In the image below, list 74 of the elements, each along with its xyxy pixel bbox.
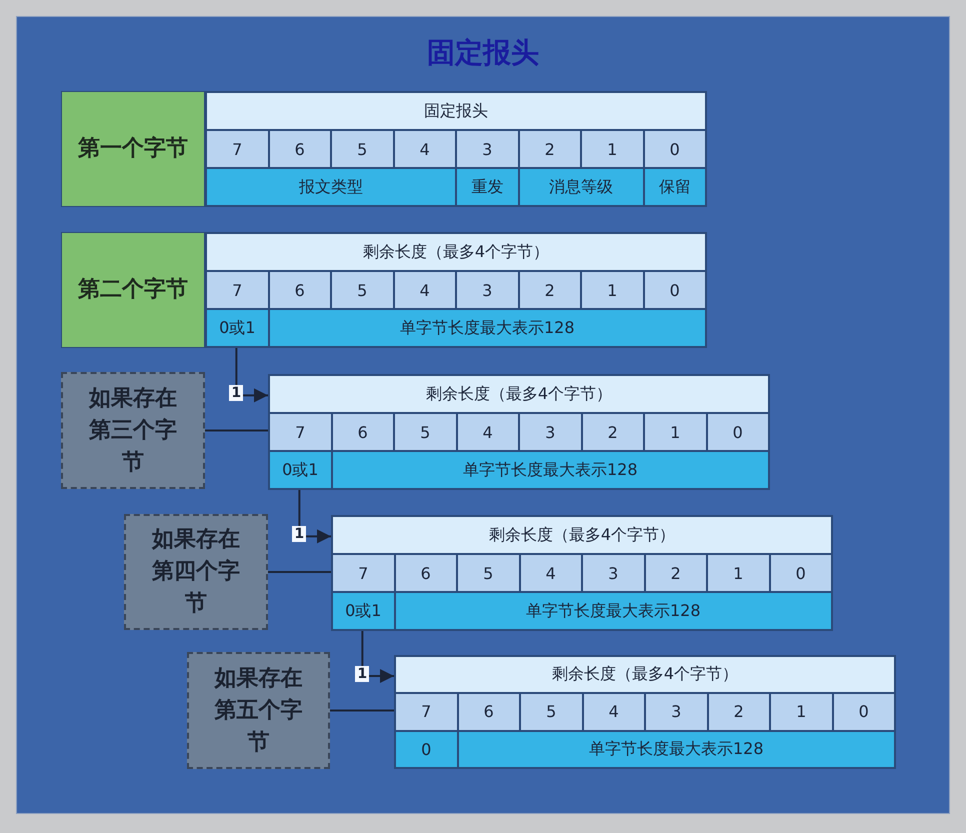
bit-number-cell: 6 bbox=[268, 130, 331, 168]
bit-number-cell: 5 bbox=[520, 693, 582, 731]
bit-number-cell: 0 bbox=[706, 413, 769, 451]
bit-number-cell: 0 bbox=[770, 554, 832, 592]
bit-field-table bbox=[268, 374, 770, 490]
bit-number-cell: 2 bbox=[644, 554, 707, 592]
header-cell: 固定报头 bbox=[206, 92, 706, 130]
bit-number-cell: 6 bbox=[332, 413, 394, 451]
bit-number-cell: 5 bbox=[331, 130, 394, 168]
bit-number-cell: 1 bbox=[644, 413, 706, 451]
field-cell: 消息等级 bbox=[518, 168, 644, 206]
connector-line bbox=[205, 430, 268, 432]
bit-number-cell: 1 bbox=[770, 693, 832, 731]
byte-label-box: 第一个字节 bbox=[61, 91, 205, 207]
field-cell: 0或1 bbox=[206, 309, 268, 347]
field-cell: 0 bbox=[395, 730, 458, 768]
bit-number-cell: 7 bbox=[395, 693, 458, 731]
optional-byte-box: 如果存在第四个字节 bbox=[124, 514, 268, 630]
bit-number-cell: 3 bbox=[519, 413, 582, 451]
bit-number-cell: 2 bbox=[708, 693, 770, 731]
bit-number-cell: 6 bbox=[394, 554, 457, 592]
field-cell: 单字节长度最大表示128 bbox=[458, 730, 895, 768]
bit-number-cell: 1 bbox=[707, 554, 770, 592]
bit-number-cell: 3 bbox=[645, 693, 708, 731]
header-cell: 剩余长度（最多4个字节） bbox=[206, 233, 706, 271]
connector-line bbox=[330, 710, 394, 712]
field-cell: 单字节长度最大表示128 bbox=[394, 592, 832, 630]
bit-field-table bbox=[205, 91, 707, 207]
bit-number-cell: 5 bbox=[457, 554, 520, 592]
field-cell: 保留 bbox=[644, 168, 706, 206]
bit-number-cell: 7 bbox=[206, 271, 268, 309]
byte-label-box: 第二个字节 bbox=[61, 232, 205, 348]
field-cell: 单字节长度最大表示128 bbox=[332, 451, 769, 489]
field-cell: 重发 bbox=[456, 168, 518, 206]
bit-number-cell: 3 bbox=[456, 271, 518, 309]
bit-number-cell: 2 bbox=[518, 130, 581, 168]
edge-label: 1 bbox=[292, 526, 306, 542]
header-cell: 剩余长度（最多4个字节） bbox=[332, 516, 832, 554]
optional-byte-box: 如果存在第五个字节 bbox=[187, 652, 330, 769]
bit-number-cell: 1 bbox=[581, 271, 644, 309]
bit-number-cell: 3 bbox=[582, 554, 644, 592]
bit-field-table bbox=[394, 655, 896, 769]
bit-number-cell: 4 bbox=[394, 130, 456, 168]
bit-number-cell: 7 bbox=[206, 130, 268, 168]
header-cell: 剩余长度（最多4个字节） bbox=[395, 656, 895, 694]
optional-byte-box: 如果存在第三个字节 bbox=[61, 372, 205, 489]
title: 固定报头 bbox=[426, 35, 540, 71]
bit-number-cell: 4 bbox=[520, 554, 582, 592]
bit-number-cell: 0 bbox=[644, 271, 706, 309]
bit-number-cell: 7 bbox=[269, 413, 332, 451]
edge-label: 1 bbox=[229, 385, 244, 402]
connector-line bbox=[268, 571, 331, 573]
bit-number-cell: 6 bbox=[458, 693, 520, 731]
header-cell: 剩余长度（最多4个字节） bbox=[269, 375, 769, 413]
bit-number-cell: 0 bbox=[644, 130, 706, 168]
bit-number-cell: 2 bbox=[518, 271, 581, 309]
bit-number-cell: 4 bbox=[456, 413, 519, 451]
bit-number-cell: 7 bbox=[332, 554, 394, 592]
field-cell: 报文类型 bbox=[206, 168, 456, 206]
bit-number-cell: 1 bbox=[581, 130, 644, 168]
bit-field-table bbox=[205, 232, 707, 348]
field-cell: 0或1 bbox=[332, 592, 394, 630]
bit-number-cell: 6 bbox=[268, 271, 331, 309]
bit-number-cell: 4 bbox=[394, 271, 456, 309]
field-cell: 单字节长度最大表示128 bbox=[268, 309, 706, 347]
bit-number-cell: 5 bbox=[331, 271, 394, 309]
bit-number-cell: 5 bbox=[394, 413, 456, 451]
bit-number-cell: 4 bbox=[582, 693, 645, 731]
field-cell: 0或1 bbox=[269, 451, 332, 489]
bit-field-table bbox=[331, 515, 833, 631]
bit-number-cell: 3 bbox=[456, 130, 518, 168]
bit-number-cell: 2 bbox=[582, 413, 644, 451]
bit-number-cell: 0 bbox=[832, 693, 895, 731]
edge-label: 1 bbox=[355, 666, 370, 682]
